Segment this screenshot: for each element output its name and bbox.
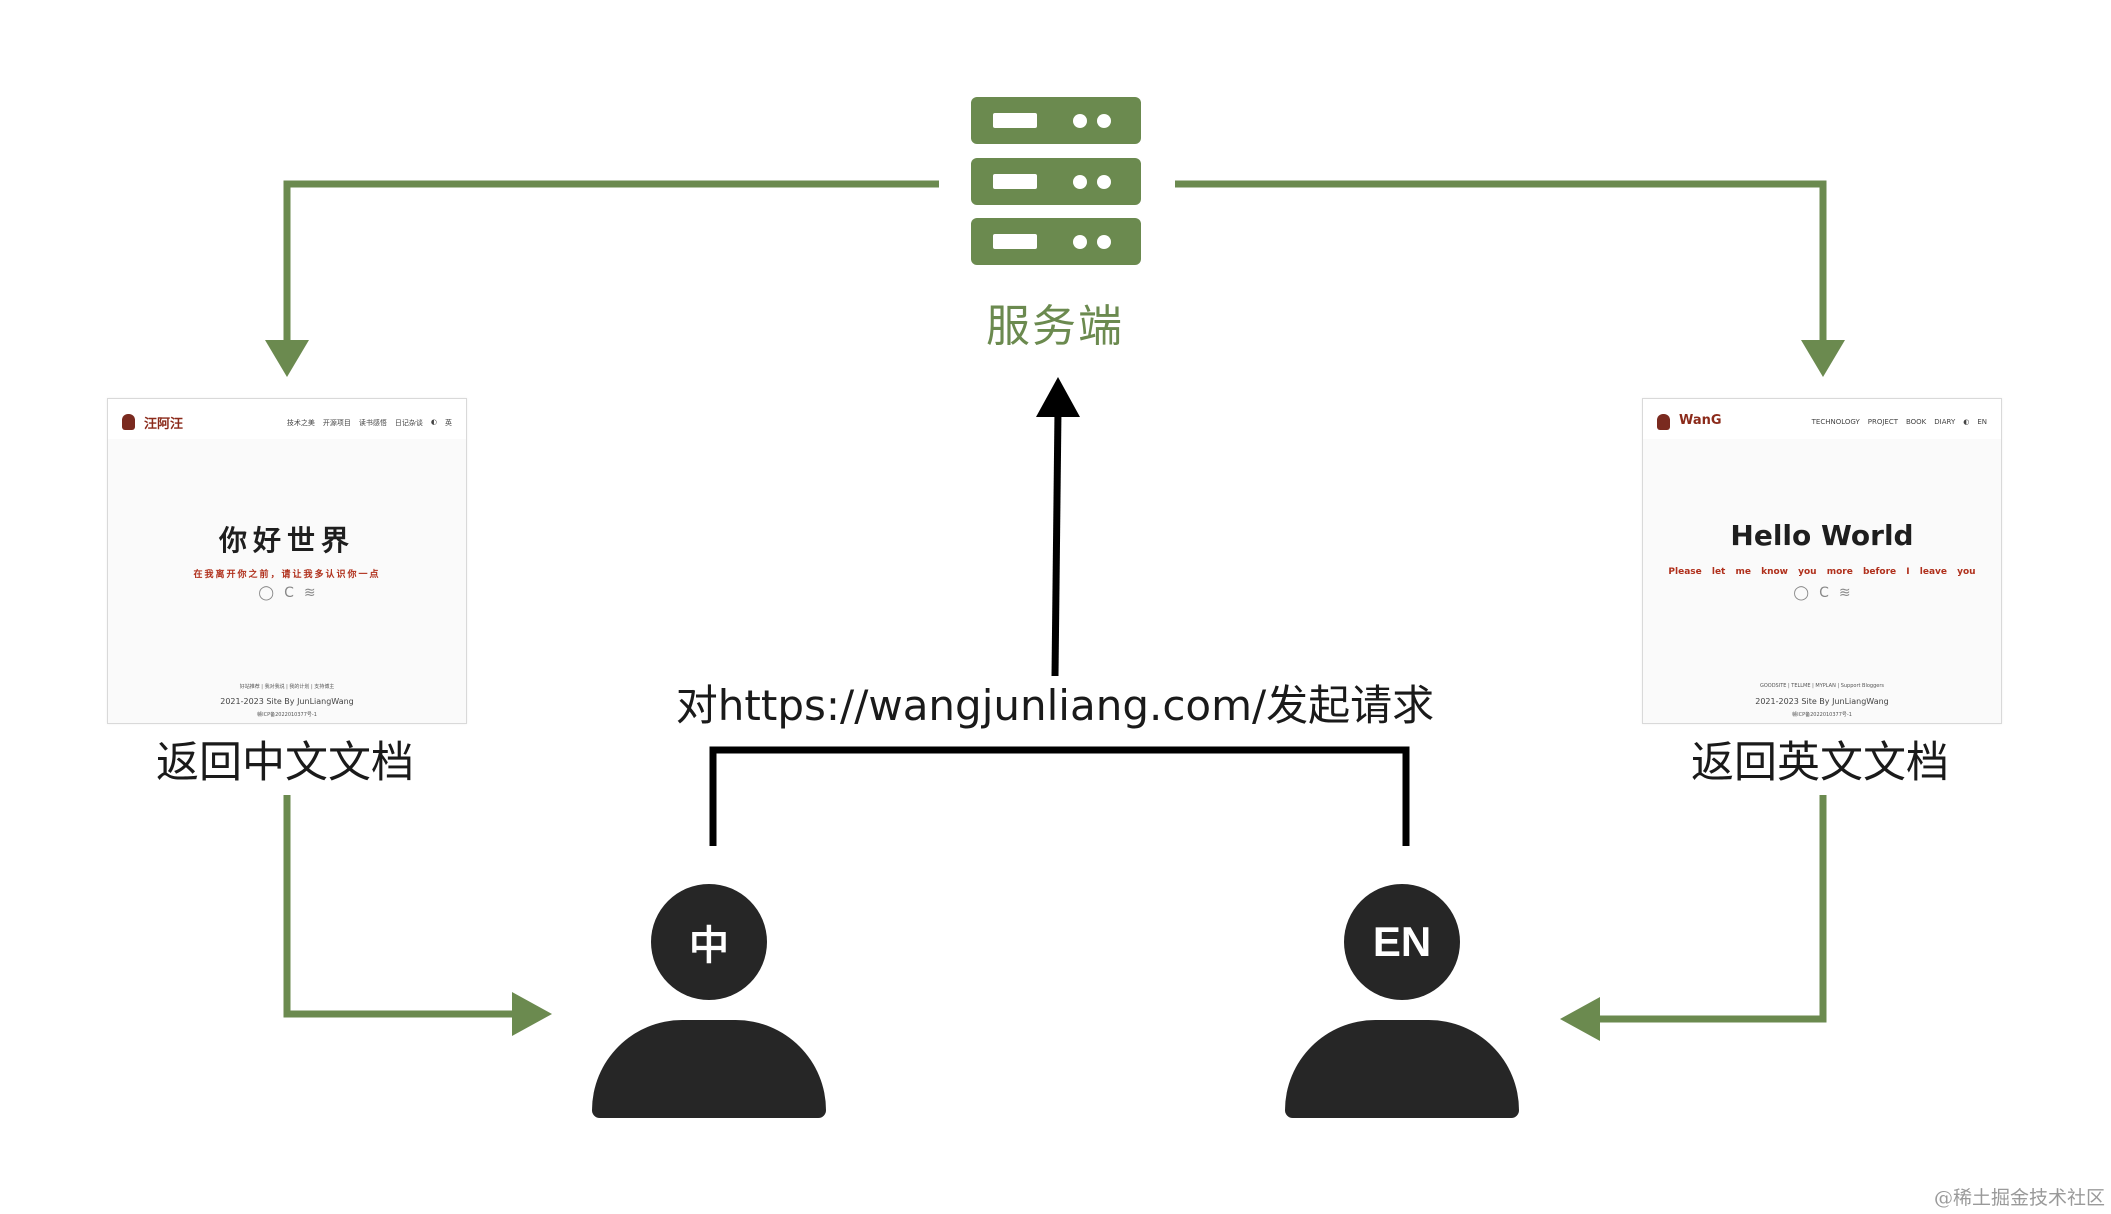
- en-site-tagline: Please let me know you more before I lea…: [1668, 567, 1976, 577]
- zh-site-logo-text: 汪阿汪: [144, 417, 184, 432]
- en-site-logo-text: WanG: [1679, 413, 1722, 428]
- zh-site-nav: 技术之美 开源项目 读书感悟 日记杂谈 ◐ 英: [287, 418, 452, 428]
- request-bracket: [709, 746, 1410, 846]
- server-rack-2: [971, 158, 1141, 205]
- zh-nav-item: 开源项目: [322, 419, 351, 427]
- arrow-en-doc-to-user: [1560, 795, 1827, 1041]
- zh-user-body: [592, 1020, 826, 1118]
- avatar-logo-icon: [1657, 414, 1670, 430]
- theme-toggle-icon: ◐: [430, 418, 437, 426]
- server-icon: [971, 97, 1141, 265]
- en-nav-item: DIARY: [1934, 418, 1956, 426]
- zh-site-icp: 赣ICP备2022010377号-1: [257, 712, 317, 718]
- zh-site-tagline: 在我离开你之前，请让我多认识你一点: [193, 570, 381, 580]
- theme-toggle-icon: ◐: [1963, 418, 1970, 426]
- en-site-hero: Hello World: [1730, 519, 1914, 552]
- zh-site-thumbnail: 汪阿汪 技术之美 开源项目 读书感悟 日记杂谈 ◐ 英 你好世界 在我离开你之前…: [107, 398, 467, 724]
- en-site-footer-links: GOODSITE | TELLME | MYPLAN | Support Blo…: [1759, 683, 1885, 689]
- arrow-zh-doc-to-user: [283, 795, 552, 1036]
- github-icon: ◯: [1793, 585, 1810, 601]
- en-site-topbar: [1643, 399, 2001, 439]
- en-return-label: 返回英文文档: [1691, 738, 1949, 788]
- avatar-logo-icon: [122, 414, 135, 430]
- en-user-body: [1285, 1020, 1519, 1118]
- zh-nav-item: 读书感悟: [358, 419, 387, 427]
- zh-nav-item: 技术之美: [286, 419, 315, 427]
- arrow-server-to-zh-doc: [265, 180, 939, 377]
- juejin-icon: ≋: [1838, 585, 1851, 601]
- en-site-social: ◯ C ≋: [1643, 585, 2001, 601]
- en-site-thumbnail: WanG TECHNOLOGY PROJECT BOOK DIARY ◐ EN …: [1642, 398, 2002, 724]
- en-nav-item: TECHNOLOGY: [1811, 418, 1860, 426]
- en-nav-item: BOOK: [1905, 418, 1927, 426]
- zh-site-hero: 你好世界: [218, 524, 355, 557]
- watermark: @稀土掘金技术社区: [1933, 1187, 2105, 1209]
- en-nav-item: PROJECT: [1867, 418, 1898, 426]
- request-label: 对https://wangjunliang.com/发起请求: [675, 681, 1435, 730]
- arrow-server-to-en-doc: [1175, 180, 1845, 377]
- en-site-icp: 赣ICP备2022010377号-1: [1792, 712, 1852, 718]
- server-rack-3: [971, 218, 1141, 265]
- zh-nav-item: 英: [445, 419, 452, 427]
- zh-site-copyright: 2021-2023 Site By JunLiangWang: [220, 697, 354, 706]
- en-nav-item: EN: [1977, 418, 1987, 426]
- zh-return-label: 返回中文文档: [156, 738, 414, 788]
- en-site-copyright: 2021-2023 Site By JunLiangWang: [1755, 697, 1889, 706]
- csdn-icon: C: [284, 585, 294, 601]
- zh-site-footer-links: 好站推荐 | 我对我说 | 我的计划 | 支持博主: [239, 684, 335, 690]
- zh-nav-item: 日记杂谈: [394, 419, 423, 427]
- csdn-icon: C: [1819, 585, 1829, 601]
- en-user-badge: EN: [1344, 884, 1460, 1000]
- request-arrow: [1036, 377, 1080, 677]
- zh-site-social: ◯ C ≋: [108, 585, 466, 601]
- juejin-icon: ≋: [303, 585, 316, 601]
- zh-site-topbar: [108, 399, 466, 439]
- zh-user-badge: 中: [651, 884, 767, 1000]
- github-icon: ◯: [258, 585, 275, 601]
- server-rack-1: [971, 97, 1141, 144]
- en-site-nav: TECHNOLOGY PROJECT BOOK DIARY ◐ EN: [1812, 418, 1987, 426]
- server-label: 服务端: [986, 301, 1124, 352]
